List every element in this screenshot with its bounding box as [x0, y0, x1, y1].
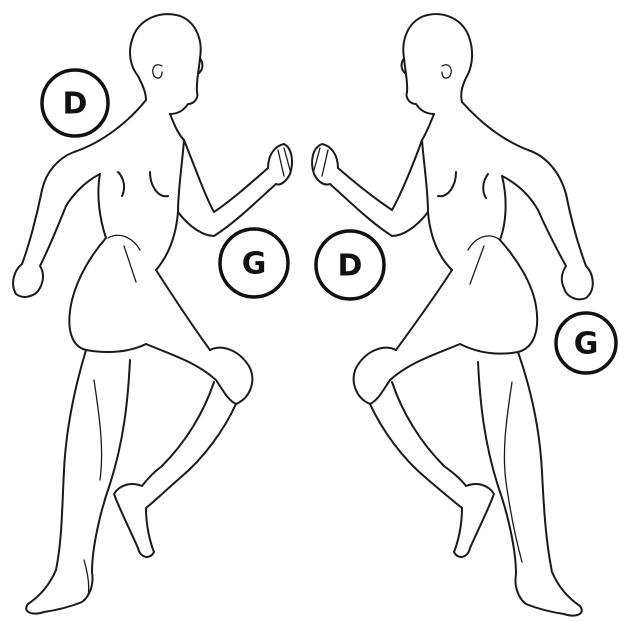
label-text-right-hip: G — [574, 327, 599, 362]
label-badge-right-hand: D — [316, 231, 384, 299]
label-text-left-shoulder: D — [63, 87, 88, 122]
label-text-right-hand: D — [338, 249, 363, 284]
label-badge-left-shoulder: D — [42, 70, 108, 136]
label-badge-left-hand: G — [220, 229, 288, 297]
label-badge-right-hip: G — [556, 313, 616, 373]
right-runner-figure — [312, 14, 593, 615]
label-text-left-hand: G — [242, 247, 267, 282]
